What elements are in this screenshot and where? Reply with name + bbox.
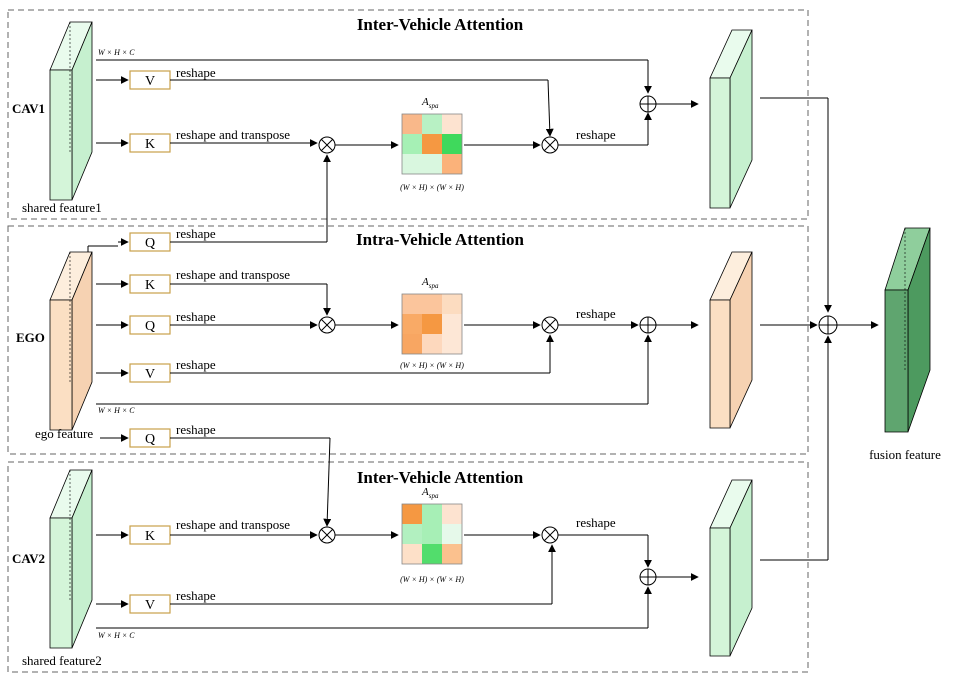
add-op-top	[639, 95, 657, 113]
reshape-transpose-label-bottom: reshape and transpose	[176, 517, 290, 532]
matrix-cell	[422, 334, 442, 354]
reshape-label-top-out: reshape	[576, 127, 616, 142]
reshape-transpose-label-middle: reshape and transpose	[176, 267, 290, 282]
key-box-top-label: K	[145, 137, 155, 152]
section-box-bottom	[7, 461, 809, 673]
reshape-label-bottom-out: reshape	[576, 515, 616, 530]
matrix-label-middle: Aspa	[421, 276, 439, 290]
reshape-transpose-label-top: reshape and transpose	[176, 127, 290, 142]
matrix-cell	[442, 524, 462, 544]
matrix-cell	[442, 314, 462, 334]
matrix-cell	[402, 294, 422, 314]
section-title-bottom: Inter-Vehicle Attention	[357, 468, 524, 487]
matrix-cell	[442, 504, 462, 524]
matrix-cell	[442, 134, 462, 154]
matrix-cell	[422, 504, 442, 524]
matmul-op-top-2	[541, 136, 559, 154]
matrix-cell	[402, 334, 422, 354]
reshape-label-middle-v: reshape	[176, 357, 216, 372]
dims-label-bottom: W × H × C	[98, 631, 135, 640]
section-box-top	[7, 9, 809, 220]
attention-matrix-top	[401, 113, 463, 175]
reshape-label-top-v: reshape	[176, 65, 216, 80]
reshape-label-top-q: reshape	[176, 226, 216, 241]
fusion-feature-slab	[884, 227, 931, 433]
matrix-dims-top: (W × H) × (W × H)	[400, 183, 464, 192]
key-box-middle-label: K	[145, 278, 155, 293]
dims-label-middle: W × H × C	[98, 406, 135, 415]
output-slab-top	[709, 29, 753, 209]
add-op-fusion	[818, 315, 838, 335]
ego-label: EGO	[16, 330, 45, 345]
matrix-cell	[402, 544, 422, 564]
matrix-border	[401, 503, 463, 565]
matrix-cell	[402, 314, 422, 334]
matrix-cell	[422, 524, 442, 544]
cav1-feature-label: shared feature1	[22, 200, 102, 215]
value-box-bottom-label: V	[145, 598, 155, 613]
matrix-cell	[422, 294, 442, 314]
section-title-middle: Intra-Vehicle Attention	[356, 230, 524, 249]
cav2-feature-slab	[49, 469, 93, 649]
matrix-cell	[422, 314, 442, 334]
matrix-cell	[402, 504, 422, 524]
cav2-label: CAV2	[12, 551, 45, 566]
value-box-top-label: V	[145, 74, 155, 89]
matrix-border	[401, 293, 463, 355]
cav2-feature-label: shared feature2	[22, 653, 102, 668]
matrix-cell	[402, 154, 422, 174]
section-box-middle	[7, 225, 809, 455]
ego-feature-label: ego feature	[35, 426, 93, 441]
output-slab-bottom	[709, 479, 753, 657]
matrix-label-bottom: Aspa	[421, 486, 439, 500]
matrix-cell	[442, 114, 462, 134]
matmul-op-bottom-1	[318, 526, 336, 544]
output-slab-middle	[709, 251, 753, 429]
section-title-top: Inter-Vehicle Attention	[357, 15, 524, 34]
query-box-top-label: Q	[145, 236, 155, 251]
matrix-cell	[402, 524, 422, 544]
matrix-dims-bottom: (W × H) × (W × H)	[400, 575, 464, 584]
matrix-cell	[442, 154, 462, 174]
reshape-label-middle-out: reshape	[576, 306, 616, 321]
matmul-op-middle-2	[541, 316, 559, 334]
attention-matrix-bottom	[401, 503, 463, 565]
key-box-bottom-label: K	[145, 529, 155, 544]
reshape-label-bottom-v: reshape	[176, 588, 216, 603]
matrix-label-top: Aspa	[421, 96, 439, 110]
reshape-label-bottom-q: reshape	[176, 422, 216, 437]
matrix-cell	[442, 294, 462, 314]
matmul-op-top-1	[318, 136, 336, 154]
ego-feature-slab	[49, 251, 93, 431]
matrix-cell	[422, 134, 442, 154]
query-box-middle-label: Q	[145, 319, 155, 334]
matrix-cell	[422, 114, 442, 134]
matrix-cell	[402, 114, 422, 134]
cav1-feature-slab	[49, 21, 93, 201]
matmul-op-bottom-2	[541, 526, 559, 544]
cav1-label: CAV1	[12, 101, 45, 116]
query-box-bottom-label: Q	[145, 432, 155, 447]
matrix-cell	[402, 134, 422, 154]
dims-label-top: W × H × C	[98, 48, 135, 57]
matrix-cell	[442, 334, 462, 354]
add-op-bottom	[639, 568, 657, 586]
reshape-label-middle-q: reshape	[176, 309, 216, 324]
matmul-op-middle-1	[318, 316, 336, 334]
matrix-cell	[422, 544, 442, 564]
matrix-cell	[422, 154, 442, 174]
attention-matrix-middle	[401, 293, 463, 355]
matrix-cell	[442, 544, 462, 564]
fusion-feature-label: fusion feature	[869, 447, 941, 462]
matrix-border	[401, 113, 463, 175]
add-op-middle	[639, 316, 657, 334]
value-box-middle-label: V	[145, 367, 155, 382]
matrix-dims-middle: (W × H) × (W × H)	[400, 361, 464, 370]
